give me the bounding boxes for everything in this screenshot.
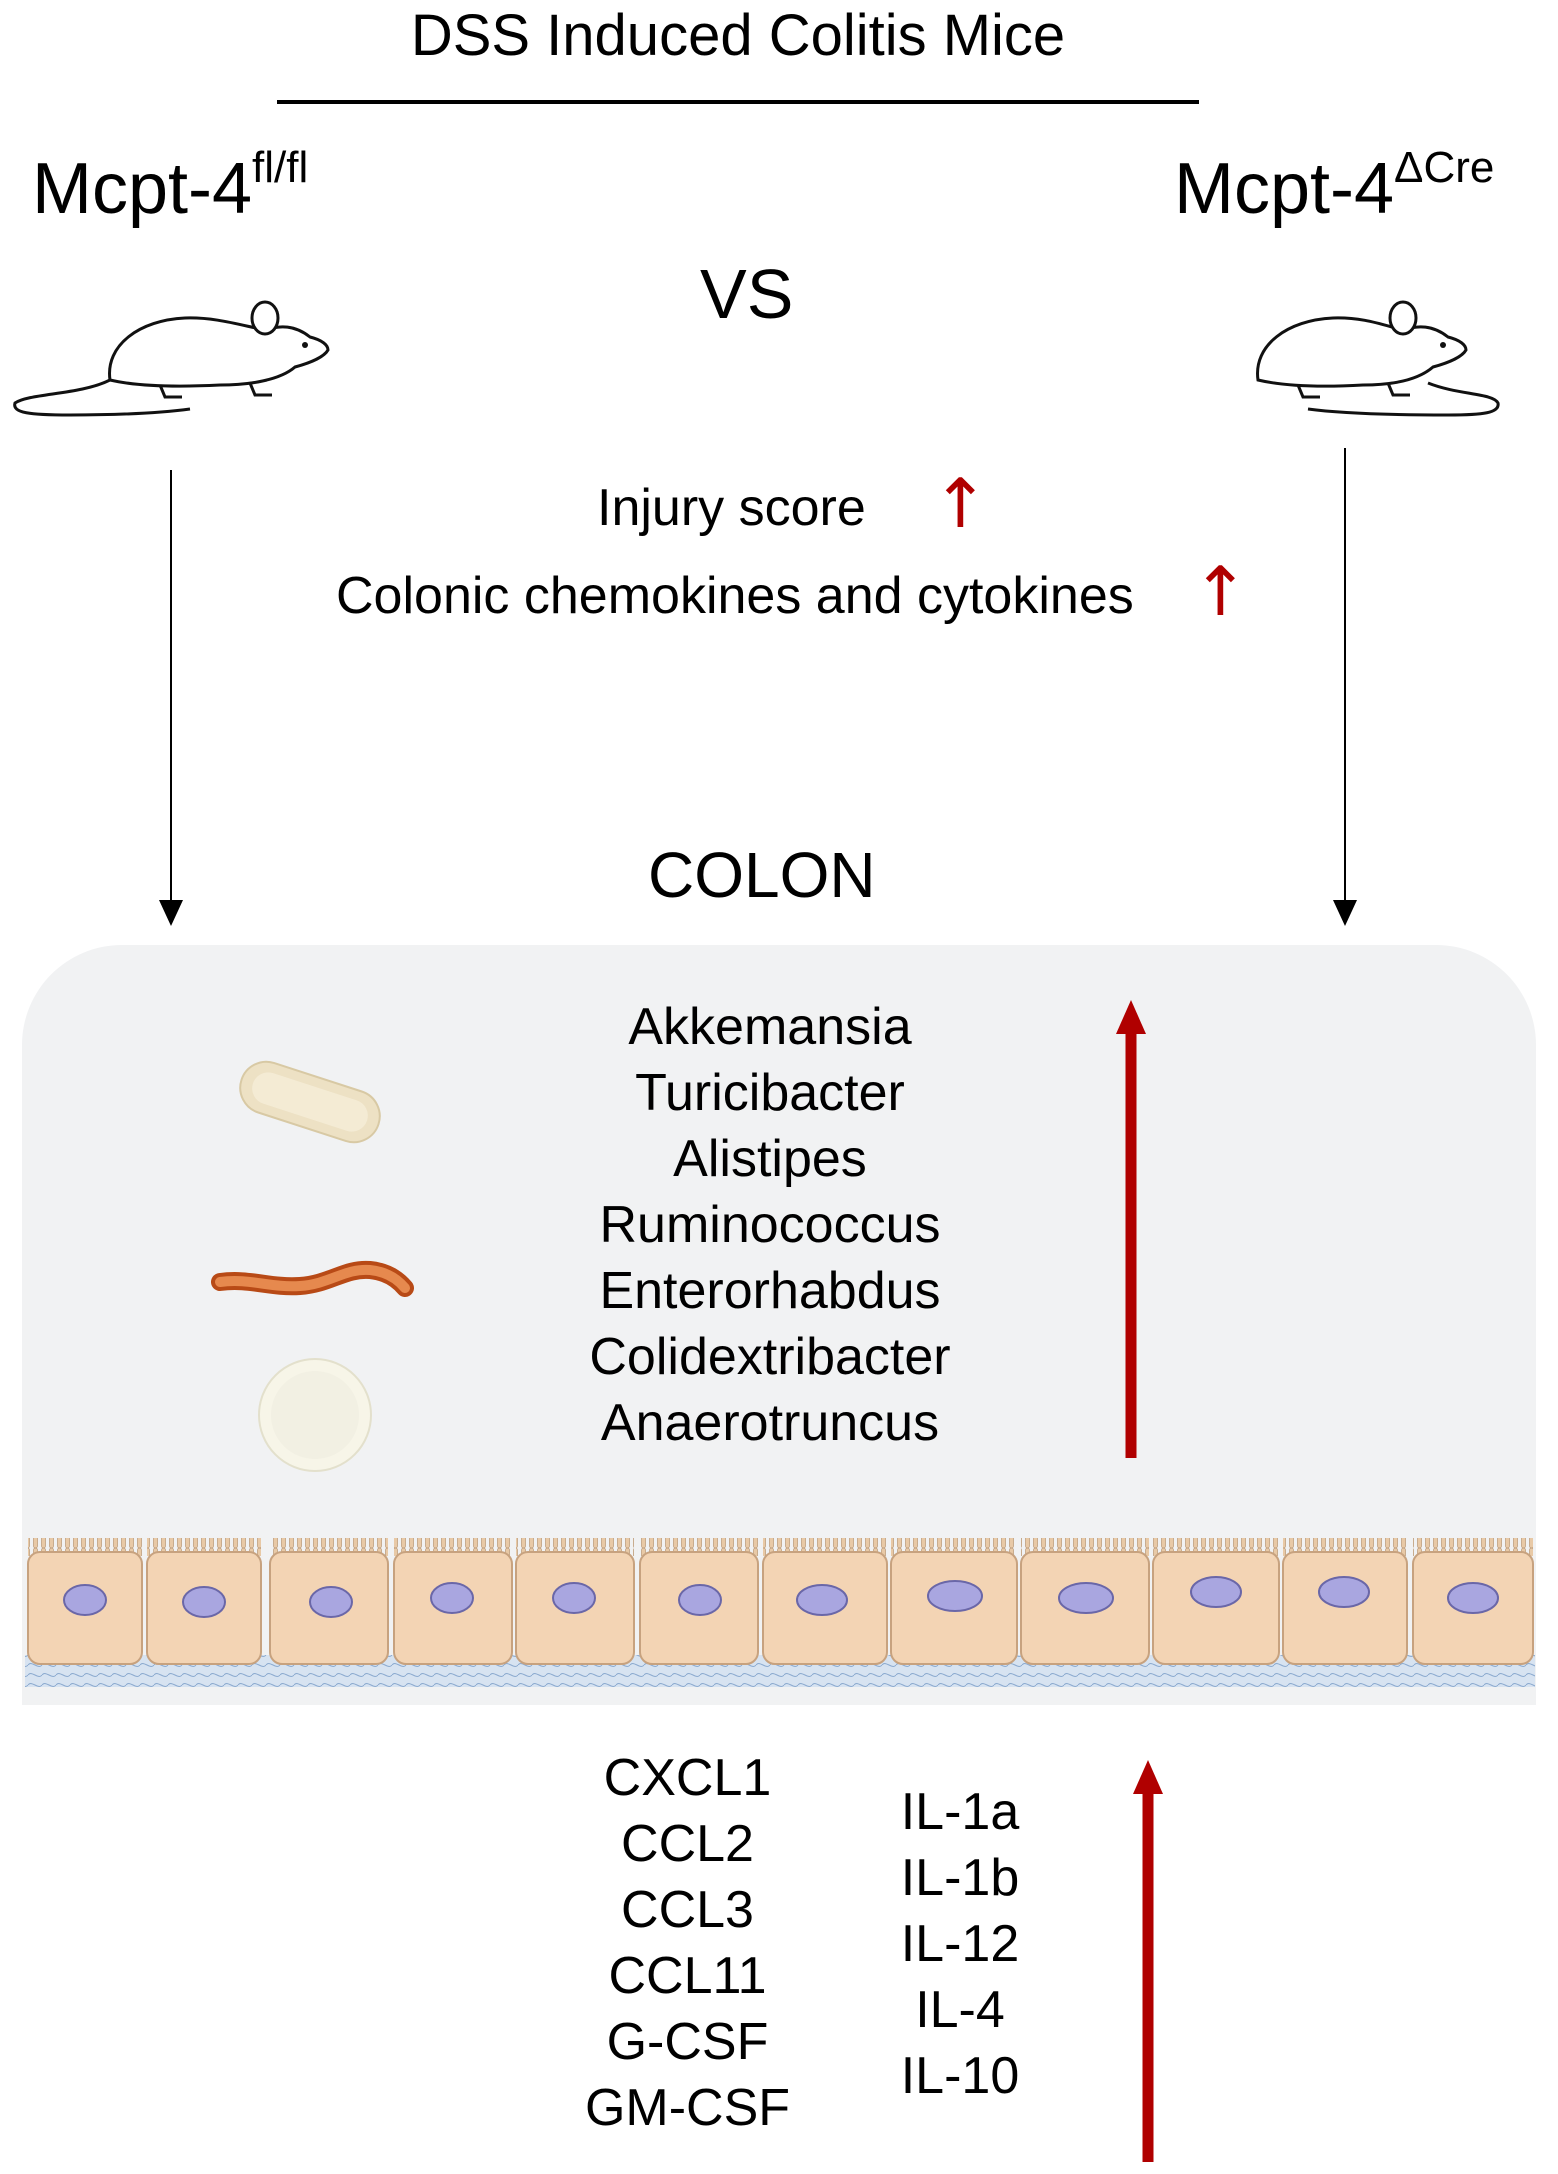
- bacteria-list: Akkemansia Turicibacter Alistipes Rumino…: [560, 994, 980, 1456]
- right-group-superscript: ΔCre: [1394, 143, 1495, 192]
- rod-bacterium-icon: [239, 1060, 381, 1144]
- spiral-bacterium-icon: [211, 1260, 414, 1297]
- increase-arrow-icon: ↑: [1192, 553, 1249, 632]
- cytokine-increase-arrowhead: [1133, 1760, 1163, 1794]
- chemokine-item: GM-CSF: [584, 2079, 791, 2137]
- diagram-title: DSS Induced Colitis Mice: [410, 3, 1066, 68]
- effect-chemokines-cytokines: Colonic chemokines and cytokines: [336, 566, 1134, 626]
- effect-label: Colonic chemokines and cytokines: [336, 567, 1134, 625]
- left-group-label: Mcpt-4fl/fl: [32, 143, 308, 230]
- cytokine-list: IL-1a IL-1b IL-12 IL-4 IL-10: [860, 1779, 1060, 2109]
- bacteria-item: Turicibacter: [635, 1064, 905, 1122]
- chemokine-item: G-CSF: [606, 2013, 769, 2071]
- vs-label: VS: [700, 255, 794, 333]
- left-group-base: Mcpt-4: [32, 149, 253, 229]
- bacteria-item: Akkemansia: [628, 998, 912, 1056]
- coccus-bacterium-icon: [258, 1358, 372, 1472]
- increase-arrow-icon: ↑: [932, 465, 989, 544]
- left-group-superscript: fl/fl: [252, 143, 309, 192]
- bacteria-illustrations: [211, 1060, 414, 1472]
- right-down-arrowhead: [1333, 900, 1357, 926]
- colon-label: COLON: [648, 839, 876, 911]
- chemokine-item: CCL3: [621, 1881, 754, 1939]
- effect-injury-score: Injury score: [597, 478, 866, 538]
- chemokine-list: CXCL1 CCL2 CCL3 CCL11 G-CSF GM-CSF: [540, 1745, 835, 2141]
- chemokine-item: CCL11: [608, 1947, 767, 2005]
- title-underline: [277, 100, 1199, 104]
- chemokine-item: CCL2: [621, 1815, 754, 1873]
- chemokine-item: CXCL1: [603, 1749, 772, 1807]
- bacteria-item: Alistipes: [673, 1130, 867, 1188]
- left-mouse-illustration: [13, 300, 330, 417]
- cytokine-item: IL-4: [915, 1981, 1005, 2039]
- bacteria-item: Enterorhabdus: [599, 1262, 941, 1320]
- cytokine-item: IL-1a: [900, 1783, 1020, 1841]
- cytokine-item: IL-10: [900, 2047, 1020, 2105]
- effect-label: Injury score: [597, 479, 866, 537]
- cytokine-item: IL-12: [900, 1915, 1020, 1973]
- right-mouse-illustration: [1256, 300, 1500, 417]
- right-group-base: Mcpt-4: [1174, 149, 1395, 229]
- left-down-arrowhead: [159, 900, 183, 926]
- cytokine-item: IL-1b: [900, 1849, 1020, 1907]
- right-group-label: Mcpt-4ΔCre: [1174, 143, 1494, 230]
- bacteria-item: Colidextribacter: [589, 1328, 951, 1386]
- bacteria-increase-arrowhead: [1116, 1000, 1146, 1034]
- bacteria-item: Ruminococcus: [599, 1196, 941, 1254]
- bacteria-item: Anaerotruncus: [600, 1394, 940, 1452]
- epithelial-cells: [27, 1538, 1534, 1665]
